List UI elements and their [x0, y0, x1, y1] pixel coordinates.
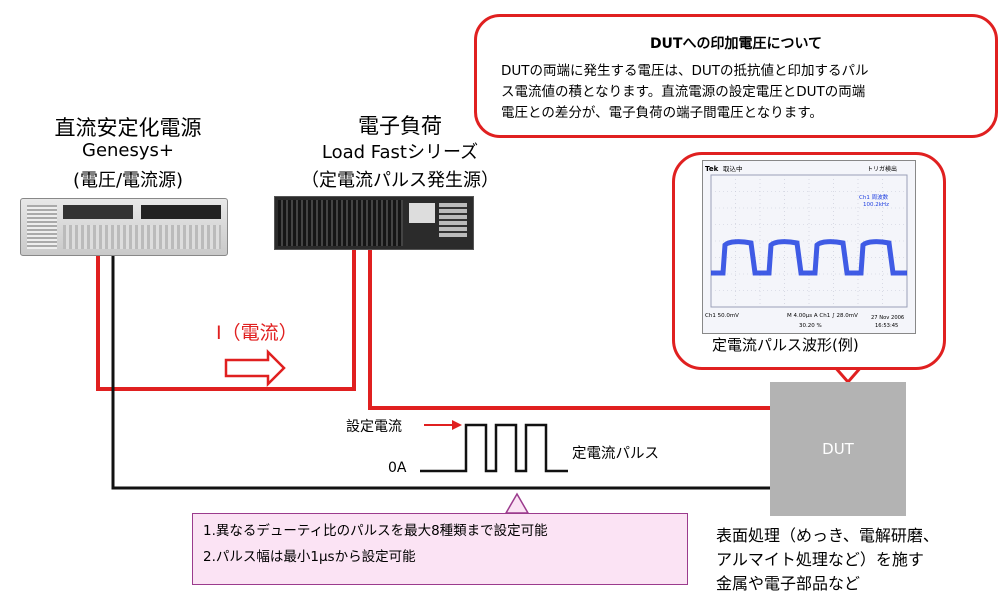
dut-desc-line-1: 表面処理（めっき、電解研磨、	[716, 526, 939, 545]
red-wire	[96, 248, 356, 391]
feature-pointer	[504, 492, 530, 514]
pulse-waveform	[420, 423, 568, 473]
feature-item-2: 2.パルス幅は最小1μsから設定可能	[203, 549, 416, 565]
scope-time: 16:53:45	[875, 323, 898, 329]
scope-date: 27 Nov 2006	[871, 315, 904, 321]
scope-brand: Tek	[705, 165, 719, 173]
note-line-1: DUTの両端に発生する電圧は、DUTの抵抗値と印加するパル	[501, 63, 869, 79]
scope-ch1-freq: 100.2kHz	[863, 202, 889, 208]
current-label: I（電流）	[216, 322, 298, 344]
current-arrow-icon	[224, 348, 286, 388]
load-role: （定電流パルス発生源）	[301, 170, 499, 191]
dut-block: DUT	[770, 382, 906, 516]
scope-caption: 定電流パルス波形(例)	[712, 336, 859, 354]
scope-state: 取込中	[723, 164, 743, 173]
scope-trigger: トリガ検出	[867, 165, 897, 173]
zero-amp-label: 0A	[388, 460, 407, 476]
oscilloscope-screen: Tek 取込中 トリガ検出 Ch1 周波数 100.2kHz Ch1 50.0m…	[702, 160, 916, 334]
dut-label: DUT	[822, 440, 854, 458]
note-line-3: 電圧との差分が、電子負荷の端子間電圧となります。	[501, 105, 823, 121]
pulse-label: 定電流パルス	[572, 446, 659, 462]
note-title: DUTへの印加電圧について	[649, 36, 823, 52]
power-supply-role: (電圧/電流源)	[72, 170, 184, 191]
note-line-2: ス電流値の積となります。直流電源の設定電圧とDUTの両端	[501, 84, 866, 100]
power-supply-device	[20, 198, 228, 256]
scope-trace	[711, 239, 907, 276]
voltage-note-callout: DUTへの印加電圧について DUTの両端に発生する電圧は、DUTの抵抗値と印加す…	[474, 14, 998, 138]
power-supply-model: Genesys+	[82, 140, 174, 161]
dut-description: 表面処理（めっき、電解研磨、 アルマイト処理など）を施す 金属や電子部品など	[716, 524, 939, 596]
load-title: 電子負荷	[358, 114, 442, 138]
red-wire-dut	[368, 248, 770, 410]
scope-ch1-scale: Ch1 50.0mV	[705, 313, 739, 319]
black-wire	[111, 253, 770, 490]
set-current-arrowhead-icon	[452, 420, 462, 430]
power-supply-title: 直流安定化電源	[54, 116, 202, 140]
feature-box: 1.異なるデューティ比のパルスを最大8種類まで設定可能 2.パルス幅は最小1μs…	[192, 513, 688, 585]
dut-desc-line-2: アルマイト処理など）を施す	[716, 550, 924, 569]
electronic-load-device	[274, 196, 474, 250]
set-current-label: 設定電流	[346, 419, 402, 435]
scope-ch1-label: Ch1 周波数	[859, 193, 889, 201]
scope-timebase: M 4.00µs A Ch1 ∫ 28.0mV	[787, 313, 858, 319]
scope-trigger-pos: 30.20 %	[799, 323, 822, 329]
dut-desc-line-3: 金属や電子部品など	[716, 574, 861, 593]
load-series: Load Fastシリーズ	[321, 142, 479, 163]
feature-item-1: 1.異なるデューティ比のパルスを最大8種類まで設定可能	[203, 523, 548, 539]
